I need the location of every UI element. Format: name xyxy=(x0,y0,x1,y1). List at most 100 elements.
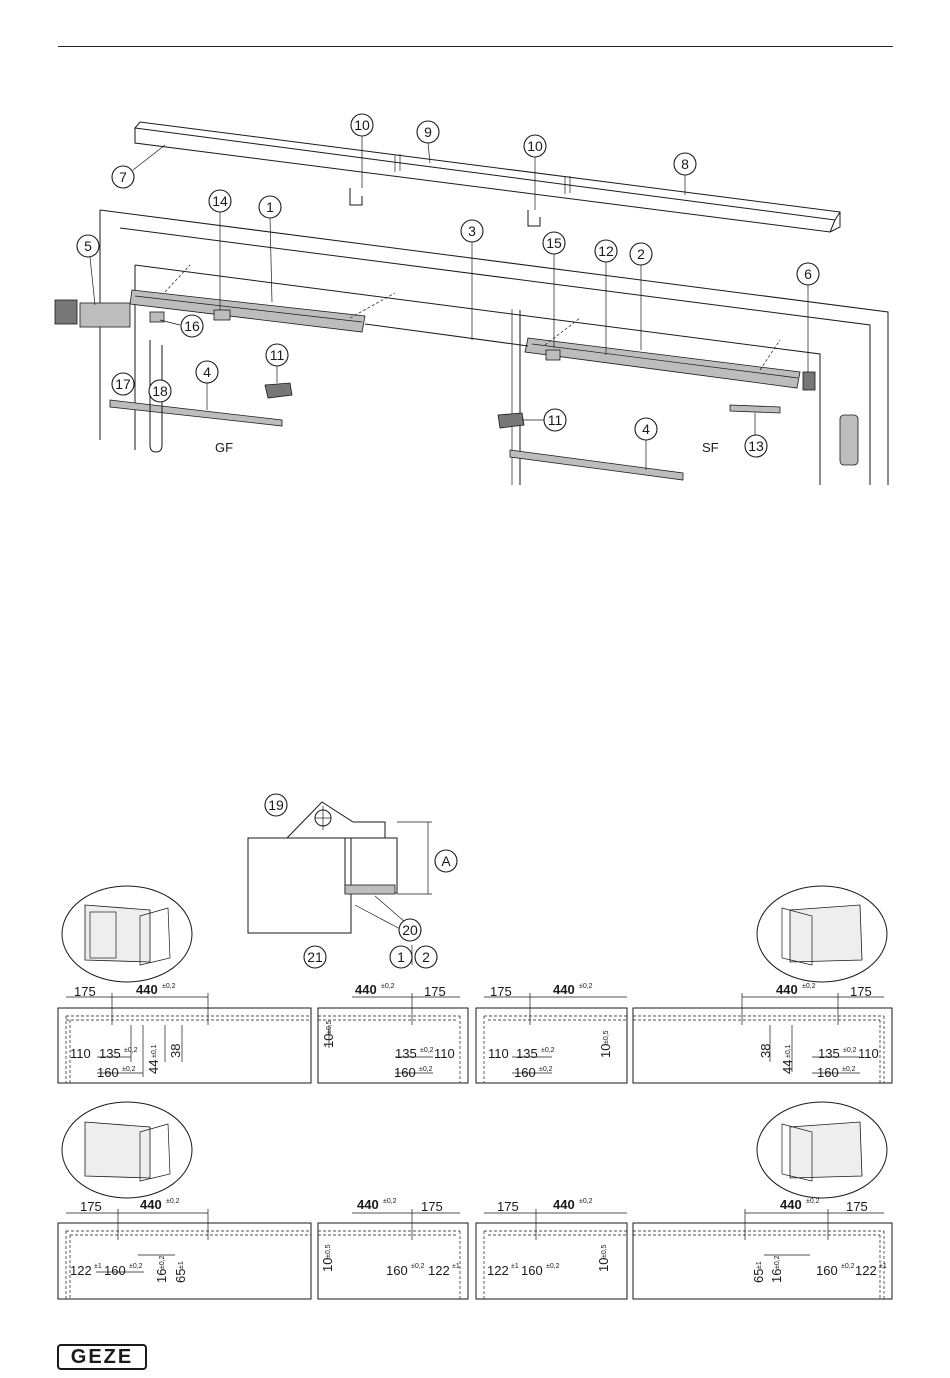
slide-block xyxy=(264,382,293,399)
svg-text:175: 175 xyxy=(850,984,872,999)
svg-text:16: 16 xyxy=(184,318,200,334)
svg-text:160: 160 xyxy=(97,1065,119,1080)
svg-text:A: A xyxy=(441,853,451,869)
svg-text:20: 20 xyxy=(402,922,418,938)
svg-text:135: 135 xyxy=(395,1046,417,1061)
svg-text:17: 17 xyxy=(115,376,131,392)
dim-panel-8 xyxy=(632,1209,893,1300)
svg-text:3: 3 xyxy=(468,223,476,239)
svg-text:175: 175 xyxy=(74,984,96,999)
svg-text:±1: ±1 xyxy=(94,1263,102,1270)
svg-text:10: 10 xyxy=(527,138,543,154)
hinge xyxy=(839,414,859,466)
door-icon-top-right xyxy=(756,885,888,983)
door-icon-bottom-right xyxy=(756,1101,888,1199)
callout-9: 9 xyxy=(416,120,440,144)
svg-text:10: 10 xyxy=(354,117,370,133)
svg-text:175: 175 xyxy=(421,1199,443,1214)
svg-text:±1: ±1 xyxy=(756,1261,763,1269)
svg-text:±0,2: ±0,2 xyxy=(381,983,395,990)
slide-block xyxy=(497,412,525,429)
callout-10b: 10 xyxy=(523,134,547,158)
callout-2b: 2 xyxy=(414,945,438,969)
svg-text:5: 5 xyxy=(84,238,92,254)
svg-text:440: 440 xyxy=(776,982,798,997)
label-gf: GF xyxy=(215,440,233,455)
cross-section xyxy=(247,801,432,965)
svg-text:10: 10 xyxy=(321,1034,336,1048)
svg-text:18: 18 xyxy=(152,383,168,399)
callout-1b: 1 xyxy=(389,945,413,969)
svg-text:160: 160 xyxy=(386,1263,408,1278)
callout-14: 14 xyxy=(208,189,232,213)
svg-text:21: 21 xyxy=(307,949,323,965)
svg-text:160: 160 xyxy=(394,1065,416,1080)
svg-text:10: 10 xyxy=(596,1258,611,1272)
callout-8: 8 xyxy=(673,152,697,176)
svg-text:±0,2: ±0,2 xyxy=(159,1255,166,1269)
svg-text:±0,2: ±0,2 xyxy=(802,983,816,990)
svg-text:12: 12 xyxy=(598,243,614,259)
dim-panel-6 xyxy=(317,1209,469,1300)
svg-text:122: 122 xyxy=(428,1263,450,1278)
svg-text:175: 175 xyxy=(490,984,512,999)
svg-text:44: 44 xyxy=(780,1060,795,1074)
svg-text:±0,2: ±0,2 xyxy=(841,1263,855,1270)
svg-text:8: 8 xyxy=(681,156,689,172)
end-cap xyxy=(54,299,78,325)
slide-arm xyxy=(109,399,283,427)
svg-text:10: 10 xyxy=(320,1258,335,1272)
svg-text:±0,2: ±0,2 xyxy=(419,1066,433,1073)
svg-text:122: 122 xyxy=(487,1263,509,1278)
header-rule xyxy=(58,46,893,47)
svg-text:440: 440 xyxy=(136,982,158,997)
assembly-drawing xyxy=(54,121,889,485)
svg-text:135: 135 xyxy=(516,1046,538,1061)
geze-logo: GEZE xyxy=(57,1344,147,1370)
svg-text:440: 440 xyxy=(553,1197,575,1212)
svg-text:±0,2: ±0,2 xyxy=(166,1198,180,1205)
svg-text:2: 2 xyxy=(422,949,430,965)
svg-text:11: 11 xyxy=(548,412,563,428)
svg-text:10: 10 xyxy=(598,1044,613,1058)
svg-text:175: 175 xyxy=(497,1199,519,1214)
svg-text:38: 38 xyxy=(758,1044,773,1058)
svg-text:122: 122 xyxy=(855,1263,877,1278)
svg-text:135: 135 xyxy=(99,1046,121,1061)
svg-text:±0,1: ±0,1 xyxy=(785,1044,792,1058)
svg-text:±0,2: ±0,2 xyxy=(541,1047,555,1054)
callout-10a: 10 xyxy=(350,113,374,137)
svg-text:1: 1 xyxy=(266,199,274,215)
callout-19: 19 xyxy=(264,793,288,817)
guide-rail-gf xyxy=(129,289,366,333)
svg-text:44: 44 xyxy=(146,1060,161,1074)
svg-text:±0,5: ±0,5 xyxy=(603,1030,610,1044)
svg-text:±0,2: ±0,2 xyxy=(546,1263,560,1270)
svg-text:±0,5: ±0,5 xyxy=(325,1244,332,1258)
svg-text:1: 1 xyxy=(397,949,405,965)
callout-4b: 4 xyxy=(634,417,658,441)
svg-text:4: 4 xyxy=(203,364,211,380)
svg-text:7: 7 xyxy=(119,169,127,185)
svg-text:160: 160 xyxy=(514,1065,536,1080)
svg-text:±0,2: ±0,2 xyxy=(124,1047,138,1054)
callout-7: 7 xyxy=(111,165,135,189)
svg-text:14: 14 xyxy=(212,193,228,209)
svg-text:175: 175 xyxy=(846,1199,868,1214)
svg-text:15: 15 xyxy=(546,235,562,251)
svg-text:±0,2: ±0,2 xyxy=(806,1198,820,1205)
callout-list: 7 10 9 10 8 14 1 3 5 15 12 2 6 16 11 4 1… xyxy=(76,113,820,458)
svg-text:±1: ±1 xyxy=(879,1263,887,1270)
svg-text:160: 160 xyxy=(816,1263,838,1278)
svg-text:110: 110 xyxy=(434,1046,455,1061)
svg-text:2: 2 xyxy=(637,246,645,262)
svg-text:19: 19 xyxy=(268,797,284,813)
svg-text:440: 440 xyxy=(780,1197,802,1212)
label-sf: SF xyxy=(702,440,719,455)
callout-21: 21 xyxy=(303,945,327,969)
svg-text:110: 110 xyxy=(488,1046,509,1061)
svg-text:440: 440 xyxy=(140,1197,162,1212)
svg-text:4: 4 xyxy=(642,421,650,437)
svg-text:160: 160 xyxy=(817,1065,839,1080)
